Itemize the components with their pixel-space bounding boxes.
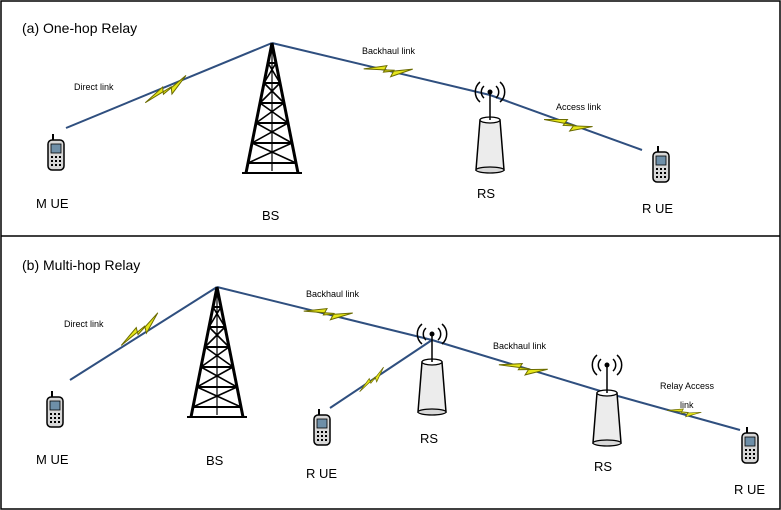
backhaul-link-label: Backhaul link [493,341,547,351]
wireless-bolt-icon [497,354,549,382]
rs-label: RS [477,186,495,201]
backhaul-link-label: Backhaul link [306,289,360,299]
direct-link-line [69,286,218,381]
wireless-bolt-icon [115,312,165,348]
phone-icon [741,426,759,464]
panel-title-bottom: (b) Multi-hop Relay [22,257,140,273]
phone-icon [46,390,64,428]
rs-label: RS [420,431,438,446]
rs-antenna-icon [474,81,506,174]
access-link-label: Access link [556,102,602,112]
access-link-line [489,94,643,151]
direct-link-line [65,42,273,129]
relay-access-label: Relay Access [660,381,715,391]
bs-label: BS [206,453,224,468]
r-ue-label: R UE [306,466,337,481]
wireless-bolt-icon [302,300,354,326]
m-ue-label: M UE [36,452,69,467]
r-ue-label: R UE [734,482,765,497]
access-link-line [329,339,433,409]
m-ue-label: M UE [36,196,69,211]
panel-multi-hop: (b) Multi-hop Relay Direct link Backhaul… [22,257,765,497]
relay-access-label-2: link [680,400,694,410]
wireless-bolt-icon [355,366,389,394]
rs-label: RS [594,459,612,474]
wireless-bolt-icon [542,109,594,139]
wireless-bolt-icon [140,74,192,106]
r-ue-label: R UE [642,201,673,216]
bs-tower-icon [185,285,249,419]
panel-title-top: (a) One-hop Relay [22,20,137,36]
direct-link-label: Direct link [74,82,114,92]
phone-icon [47,133,65,171]
relay-access-link-line [606,392,741,431]
bs-tower-icon [240,41,304,175]
phone-icon [652,145,670,183]
wireless-bolt-icon [362,58,414,82]
direct-link-label: Direct link [64,319,104,329]
phone-icon [313,408,331,446]
panel-one-hop: (a) One-hop Relay Direct link Backhaul l… [22,20,673,223]
backhaul-link-label: Backhaul link [362,46,416,56]
rs-antenna-icon [591,354,623,447]
bs-label: BS [262,208,280,223]
